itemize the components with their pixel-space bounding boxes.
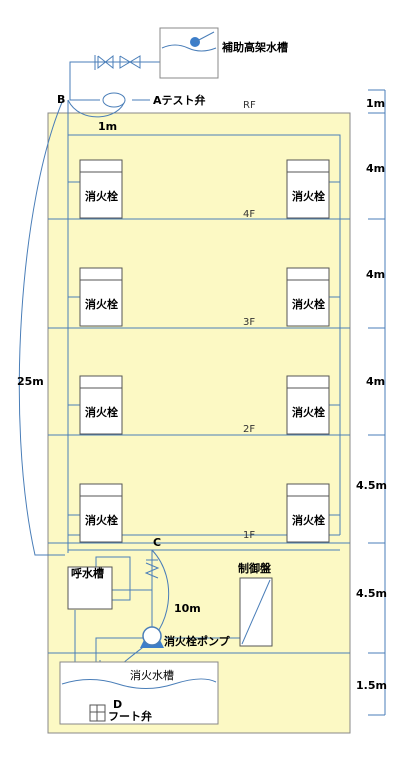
control-panel-label: 制御盤 [238, 561, 272, 575]
floor-4f-label: 4F [243, 209, 255, 220]
hydrant-4f-left [79, 159, 123, 219]
height-3-label: 4m [366, 268, 385, 281]
hydrant-3f-left [79, 267, 123, 327]
hydrant-1f-right [286, 483, 330, 543]
header-valves [94, 54, 141, 70]
check-valve-icon [97, 54, 114, 70]
hydrant-4f-right [286, 159, 330, 219]
pipe-riser-right [68, 134, 341, 535]
water-tank [59, 661, 219, 725]
hydrant-4f-left-label: 消火栓 [85, 189, 118, 203]
height-1-label: 1m [366, 97, 385, 110]
pipe-priming-loop [95, 556, 131, 601]
hydrant-2f-left-label: 消火栓 [85, 405, 118, 419]
hydrant-1f-right-label: 消火栓 [292, 513, 325, 527]
float-arm [194, 31, 215, 43]
gate-valve-icon [119, 55, 141, 69]
test-valve-label: Aテスト弁 [153, 93, 206, 107]
priming-tank [67, 566, 113, 610]
pump-icon [142, 626, 162, 646]
point-d-label: D [113, 698, 122, 711]
curve-25m [18, 99, 65, 556]
hydrant-1f-left [79, 483, 123, 543]
roof-label: RF [243, 100, 256, 111]
height-4-label: 4m [366, 375, 385, 388]
elevated-tank-label: 補助高架水槽 [221, 40, 288, 54]
height-5-label: 4.5m [356, 479, 387, 492]
floor-lines [48, 218, 350, 654]
hydrant-4f-right-label: 消火栓 [292, 189, 325, 203]
height-7-label: 1.5m [356, 679, 387, 692]
len-1m-label: 1m [98, 120, 117, 133]
floor-2f-label: 2F [243, 424, 255, 435]
point-c-label: C [153, 536, 161, 549]
check-valve-c-icon [144, 562, 160, 579]
foot-valve-label: フート弁 [108, 709, 152, 723]
priming-tank-label: 呼水槽 [71, 566, 104, 580]
water-tank-surface [61, 678, 217, 689]
hydrant-2f-right-label: 消火栓 [292, 405, 325, 419]
hydrant-3f-right [286, 267, 330, 327]
point-b-label: B [57, 93, 65, 106]
elevated-tank-water [161, 44, 217, 52]
elevated-tank [159, 27, 219, 79]
len-25m-label: 25m [17, 375, 44, 388]
pipe-elevated-header [69, 61, 160, 101]
floor-1f-label: 1F [243, 530, 255, 541]
control-panel-diagonal [241, 579, 271, 645]
hydrant-2f-left [79, 375, 123, 435]
water-tank-label: 消火水槽 [130, 668, 174, 682]
hydrant-boxes [79, 159, 330, 543]
height-2-label: 4m [366, 162, 385, 175]
test-valve-icon [102, 92, 126, 108]
dimension-ladder [368, 89, 386, 716]
len-10m-label: 10m [174, 602, 201, 615]
hydrant-2f-right [286, 375, 330, 435]
height-6-label: 4.5m [356, 587, 387, 600]
hydrant-3f-right-label: 消火栓 [292, 297, 325, 311]
pump-label: 消火栓ポンプ [164, 634, 231, 648]
hydrant-3f-left-label: 消火栓 [85, 297, 118, 311]
curve-1m [67, 99, 126, 118]
floor-3f-label: 3F [243, 317, 255, 328]
hydrant-1f-left-label: 消火栓 [85, 513, 118, 527]
